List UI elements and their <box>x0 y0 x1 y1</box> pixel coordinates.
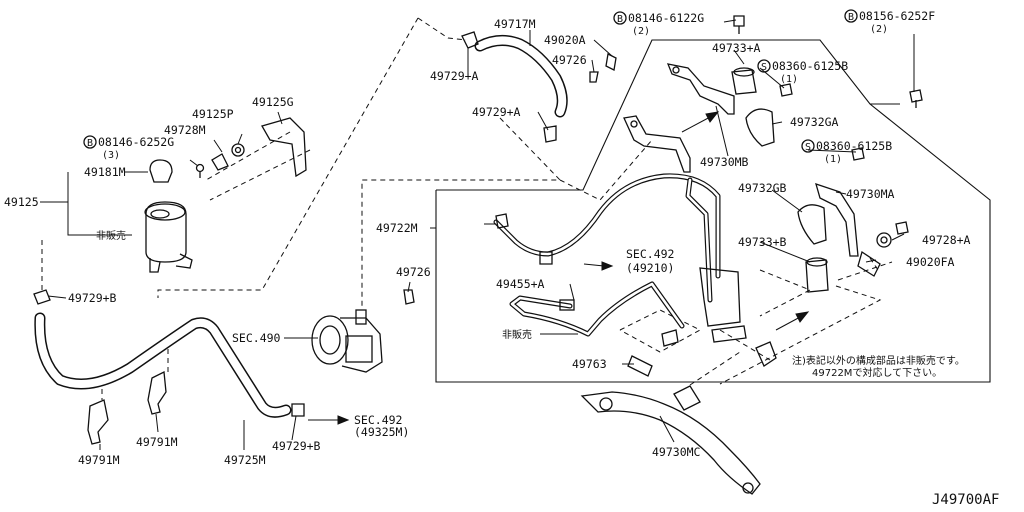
label-49732GA: 49732GA <box>790 115 839 129</box>
bolt-marker-letter: B <box>87 138 93 149</box>
note-line-1: 注)表記以外の構成部品は非販売です。 <box>792 354 965 367</box>
bolt-marker-icon <box>844 9 858 23</box>
label-not-sold-1: 非販売 <box>96 229 126 242</box>
label-sec490: SEC.490 <box>232 331 281 345</box>
label-08360-6125B-top-qty: (1) <box>780 74 798 85</box>
label-49020A: 49020A <box>544 33 586 47</box>
label-49726-top: 49726 <box>552 53 587 67</box>
label-49732GB: 49732GB <box>738 181 787 195</box>
label-49729A-mid: 49729+A <box>472 105 521 119</box>
bracket-49730MC <box>580 385 761 495</box>
label-49733A: 49733+A <box>712 41 761 55</box>
label-08146-6252G: 08146-6252G <box>98 135 174 149</box>
label-49125G: 49125G <box>252 95 294 109</box>
dashed-guide-lines <box>41 17 893 400</box>
catalog-code: J49700AF <box>932 492 999 508</box>
pipe-49455A <box>509 281 685 347</box>
label-sec492-b-sub: (49325M) <box>354 425 409 439</box>
flow-arrows <box>308 111 810 425</box>
label-49763: 49763 <box>572 357 607 371</box>
footnote: 注)表記以外の構成部品は非販売です。 49722Mで対応して下さい。 <box>792 354 965 379</box>
leader-lines <box>40 19 915 450</box>
pipe-49722M <box>493 173 747 343</box>
label-08146-6122G: 08146-6122G <box>628 11 704 25</box>
fasteners <box>403 15 923 377</box>
label-08146-6122G-qty: (2) <box>632 26 650 37</box>
pump-sec490 <box>311 309 383 373</box>
bolt-marker-letter: B <box>848 12 854 23</box>
label-49729B-left: 49729+B <box>68 291 117 305</box>
label-not-sold-2: 非販売 <box>502 328 532 341</box>
label-49181M: 49181M <box>84 165 126 179</box>
label-08146-6252G-qty: (3) <box>102 150 120 161</box>
label-49125: 49125 <box>4 195 39 209</box>
label-49729A-top: 49729+A <box>430 69 479 83</box>
label-49791M-a: 49791M <box>78 453 120 467</box>
label-49725M: 49725M <box>224 453 266 467</box>
label-49455A: 49455+A <box>496 277 545 291</box>
bracket-49730MB <box>623 63 735 173</box>
bracket-49125G <box>261 117 307 178</box>
label-08360-6125B-mid-qty: (1) <box>824 154 842 165</box>
hose-49717M <box>461 31 568 143</box>
label-08360-6125B-mid: 08360-6125B <box>816 139 892 153</box>
label-49728A: 49728+A <box>922 233 971 247</box>
label-49728M: 49728M <box>164 123 206 137</box>
label-sec492-a: SEC.492 <box>626 247 674 261</box>
note-line-2: 49722Mで対応して下さい。 <box>812 366 942 379</box>
bolt-marker-icon <box>613 11 627 25</box>
label-08360-6125B-top: 08360-6125B <box>772 59 848 73</box>
label-49125P: 49125P <box>192 107 234 121</box>
label-49791M-b: 49791M <box>136 435 178 449</box>
label-sec492-b: SEC.492 <box>354 413 402 427</box>
reservoir-cap <box>149 159 173 183</box>
label-08156-6252F-qty: (2) <box>870 24 888 35</box>
label-49729B-bottom: 49729+B <box>272 439 321 453</box>
label-49726-mid: 49726 <box>396 265 431 279</box>
part-labels: 49717M 08146-6122G (2) 08156-6252F (2) 4… <box>4 9 971 467</box>
label-49722M: 49722M <box>376 221 418 235</box>
screw-marker-letter: S <box>761 62 767 73</box>
label-49730MA: 49730MA <box>846 187 895 201</box>
label-49020FA: 49020FA <box>906 255 955 269</box>
clamps <box>731 67 892 293</box>
label-49730MC: 49730MC <box>652 445 701 459</box>
screw-marker-letter: S <box>805 142 811 153</box>
label-sec492-a-sub: (49210) <box>626 261 674 275</box>
reservoir-assembly <box>144 117 307 273</box>
marker-symbols: B B B S S <box>83 9 858 153</box>
bolt-marker-letter: B <box>617 14 623 25</box>
bolt-marker-icon <box>83 135 97 149</box>
frames <box>435 39 991 383</box>
label-08156-6252F: 08156-6252F <box>859 9 935 23</box>
label-49730MB: 49730MB <box>700 155 749 169</box>
label-49733B: 49733+B <box>738 235 787 249</box>
label-49717M: 49717M <box>494 17 536 31</box>
screw-marker-icon <box>801 139 815 153</box>
hose-49725M <box>33 289 305 445</box>
screw-marker-icon <box>757 59 771 73</box>
